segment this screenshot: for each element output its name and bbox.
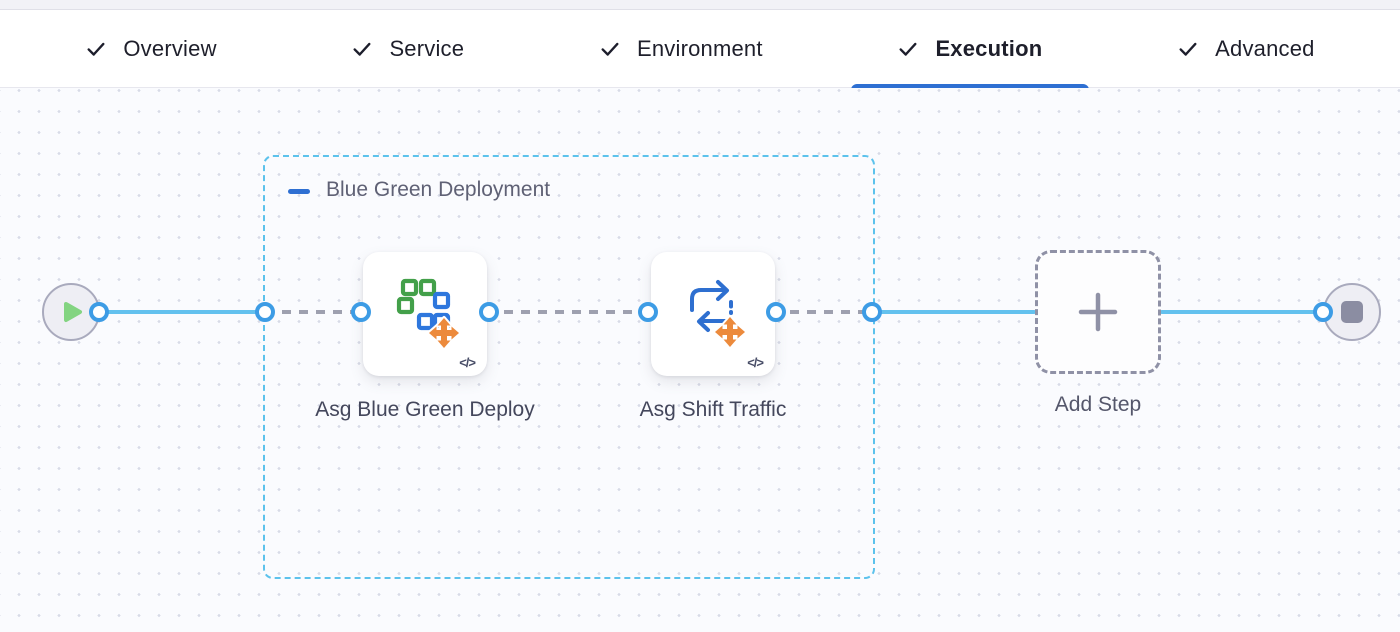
add-step-label: Add Step (1054, 393, 1142, 416)
tab-advanced[interactable]: Advanced (1177, 10, 1314, 87)
step-label-asg-blue-green-deploy: Asg Blue Green Deploy (315, 398, 535, 421)
check-icon (353, 42, 371, 56)
edge-step1-to-step2 (487, 310, 651, 314)
step-card-asg-shift-traffic[interactable]: </> (651, 252, 775, 376)
port-start-out (89, 302, 109, 322)
pipeline-canvas[interactable]: Blue Green Deployment (0, 88, 1400, 631)
port-step1-in (351, 302, 371, 322)
play-icon (64, 302, 82, 322)
top-strip (0, 0, 1400, 10)
port-end-in (1313, 302, 1333, 322)
group-label: Blue Green Deployment (326, 178, 551, 201)
check-icon (1179, 42, 1197, 56)
tab-execution[interactable]: Execution (850, 10, 1089, 91)
tab-label: Execution (935, 35, 1043, 61)
port-step2-in (638, 302, 658, 322)
tab-service[interactable]: Service (351, 10, 464, 87)
edge-addstep-to-end (1160, 310, 1325, 314)
add-step-button[interactable] (1035, 250, 1161, 374)
code-badge: </> (747, 355, 764, 370)
check-icon (601, 42, 619, 56)
collapse-group-button[interactable] (288, 189, 310, 194)
edge-group-to-step1 (265, 310, 365, 314)
tab-label: Environment (636, 35, 763, 61)
step-label-asg-shift-traffic: Asg Shift Traffic (639, 398, 787, 421)
tab-overview[interactable]: Overview (85, 10, 216, 87)
code-badge: </> (459, 355, 476, 370)
edge-step2-to-group (773, 310, 873, 314)
tab-environment[interactable]: Environment (599, 10, 763, 87)
active-tab-underline (850, 84, 1089, 91)
tab-label: Overview (123, 35, 217, 61)
check-icon (87, 42, 105, 56)
step-group-blue-green-deployment: Blue Green Deployment (263, 155, 875, 579)
port-group-out (862, 302, 882, 322)
port-step2-out (766, 302, 786, 322)
tab-label: Service (389, 35, 465, 61)
stage-tabbar: Overview Service Environment Execution A… (0, 10, 1400, 91)
edge-group-to-addstep (870, 310, 1036, 314)
asg-shift-traffic-icon (690, 280, 747, 349)
asg-blue-green-deploy-icon (396, 278, 461, 350)
tab-label: Advanced (1215, 35, 1315, 61)
port-group-in (255, 302, 275, 322)
plus-icon (1078, 292, 1118, 332)
step-card-asg-blue-green-deploy[interactable]: </> (363, 252, 487, 376)
edge-start-to-group (99, 310, 266, 314)
check-icon (899, 42, 917, 56)
port-step1-out (479, 302, 499, 322)
stop-icon (1341, 301, 1363, 323)
